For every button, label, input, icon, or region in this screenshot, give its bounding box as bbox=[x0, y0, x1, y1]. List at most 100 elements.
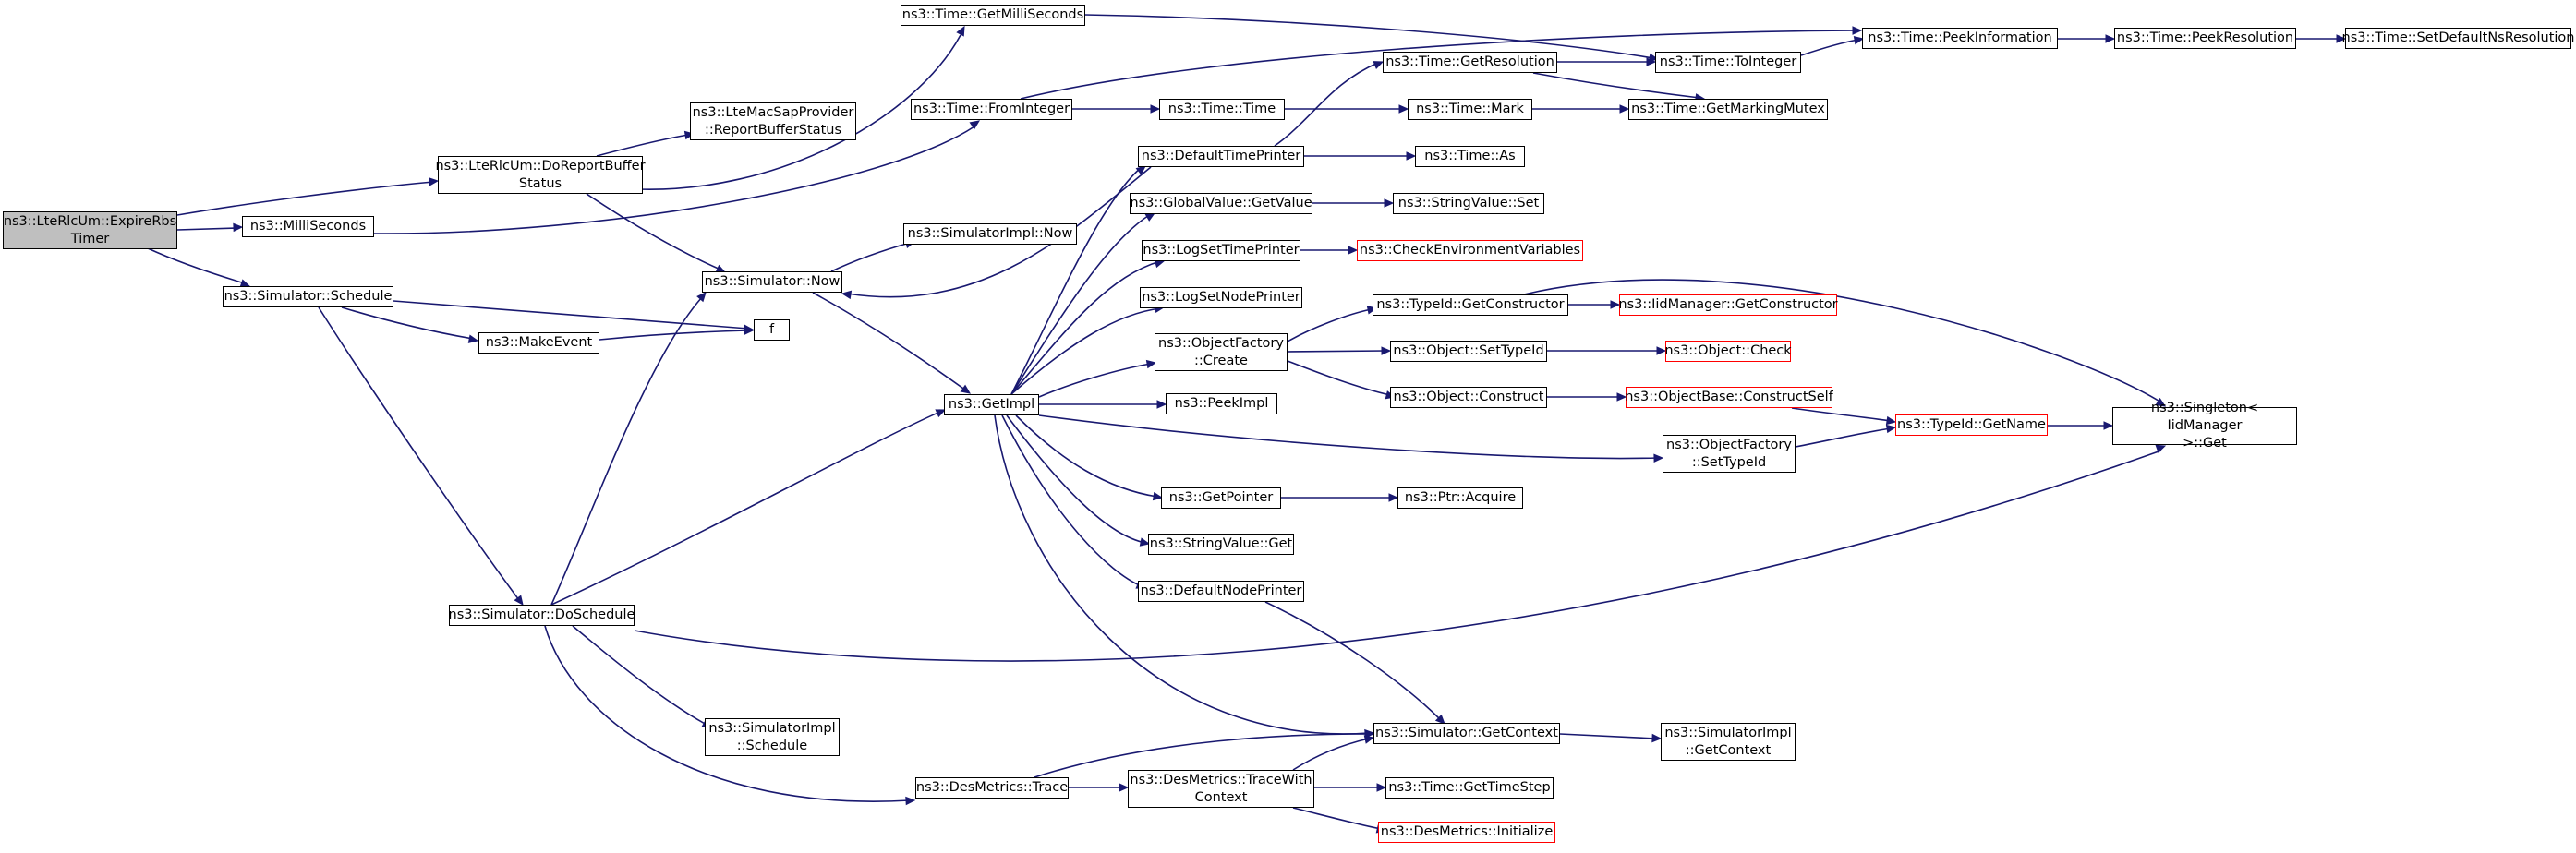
node-objectfactory-settypeid[interactable]: ns3::ObjectFactory ::SetTypeId bbox=[1663, 435, 1796, 473]
edge-getimpl-gv bbox=[1010, 213, 1152, 395]
arrowhead-frominteger-peekinfo bbox=[1852, 26, 1863, 35]
edge-doschedule-singleton bbox=[634, 450, 2162, 662]
arrowhead-getimpl-simnow bbox=[841, 290, 853, 300]
edge-milli-frominteger bbox=[373, 126, 975, 234]
node-peekimpl[interactable]: ns3::PeekImpl bbox=[1166, 393, 1277, 414]
node-singleton-iidmanager-get[interactable]: ns3::Singleton< IidManager >::Get bbox=[2112, 401, 2297, 451]
edge-doreport-getms bbox=[636, 34, 961, 190]
node-desmetrics-trace[interactable]: ns3::DesMetrics::Trace bbox=[915, 777, 1069, 799]
node-iidmanager-getconstructor[interactable]: ns3::IidManager::GetConstructor bbox=[1618, 294, 1838, 316]
node-simulator-now[interactable]: ns3::Simulator::Now bbox=[702, 271, 842, 293]
node-time-gettimestep[interactable]: ns3::Time::GetTimeStep bbox=[1385, 777, 1554, 799]
edge-getimpl-lognode bbox=[1010, 307, 1161, 395]
node-f[interactable]: f bbox=[754, 319, 790, 341]
arrowhead-timetime-mark bbox=[1398, 104, 1409, 114]
arrowhead-getimpl-getpointer bbox=[1152, 491, 1164, 501]
edge-frominteger-peekinfo bbox=[1020, 30, 1857, 100]
arrowhead-getimpl-deftime bbox=[1135, 165, 1146, 175]
edge-getimpl-ofcreate bbox=[1038, 363, 1152, 398]
arrowhead-logtime-checkenv bbox=[1348, 246, 1359, 255]
edge-root-milli bbox=[176, 227, 238, 231]
edge-doschedule-destrace bbox=[544, 625, 911, 802]
edge-getimpl-logtime bbox=[1010, 260, 1161, 395]
node-typeid-getconstructor[interactable]: ns3::TypeId::GetConstructor bbox=[1373, 294, 1568, 316]
edge-typeidctor-singleton bbox=[1523, 279, 2162, 403]
node-globalvalue-getvalue[interactable]: ns3::GlobalValue::GetValue bbox=[1130, 193, 1312, 214]
edge-getres-markmutex bbox=[1532, 72, 1700, 99]
arrowhead-doschedule-simnow bbox=[696, 292, 707, 303]
edge-deftime-getres bbox=[1274, 62, 1379, 147]
arrowhead-doschedule-destrace bbox=[905, 796, 916, 806]
edge-simnow-implnow bbox=[830, 242, 911, 272]
arrowhead-tracewith-timestep bbox=[1376, 783, 1387, 792]
node-time-peekresolution[interactable]: ns3::Time::PeekResolution bbox=[2114, 28, 2296, 49]
arrowhead-constself-getname bbox=[1885, 415, 1897, 426]
node-time-getresolution[interactable]: ns3::Time::GetResolution bbox=[1383, 52, 1557, 73]
node-time-getmarkingmutex[interactable]: ns3::Time::GetMarkingMutex bbox=[1628, 99, 1828, 120]
node-simulatorimpl-schedule[interactable]: ns3::SimulatorImpl ::Schedule bbox=[705, 718, 840, 756]
edge-getimpl-ofsettypeid bbox=[1038, 414, 1659, 460]
node-ptr-acquire[interactable]: ns3::Ptr::Acquire bbox=[1397, 487, 1523, 509]
arrowhead-deftime-getres bbox=[1373, 61, 1385, 69]
edge-root-doreport bbox=[176, 181, 434, 216]
node-objectfactory-create[interactable]: ns3::ObjectFactory ::Create bbox=[1155, 333, 1288, 371]
edge-schedule-f bbox=[393, 300, 749, 330]
node-milliseconds[interactable]: ns3::MilliSeconds bbox=[242, 216, 374, 237]
node-logsetnodeprinter[interactable]: ns3::LogSetNodePrinter bbox=[1140, 287, 1302, 308]
node-simulator-doschedule[interactable]: ns3::Simulator::DoSchedule bbox=[449, 605, 635, 626]
node-object-construct[interactable]: ns3::Object::Construct bbox=[1390, 387, 1547, 408]
arrowhead-getcontext-implctx bbox=[1651, 733, 1663, 743]
edge-makeevent-f bbox=[599, 330, 749, 341]
node-checkenvironmentvariables[interactable]: ns3::CheckEnvironmentVariables bbox=[1357, 240, 1583, 261]
arrowhead-deftime-timeas bbox=[1406, 151, 1417, 161]
node-time-time[interactable]: ns3::Time::Time bbox=[1159, 99, 1285, 120]
arrowhead-schedule-makeevent bbox=[467, 334, 479, 343]
arrowhead-getres-tointeger bbox=[1646, 57, 1657, 66]
node-time-frominteger[interactable]: ns3::Time::FromInteger bbox=[911, 99, 1072, 120]
node-simulatorimpl-now[interactable]: ns3::SimulatorImpl::Now bbox=[903, 223, 1077, 245]
edge-tointeger-peekinfo bbox=[1800, 39, 1859, 56]
node-desmetrics-tracewithcontext[interactable]: ns3::DesMetrics::TraceWith Context bbox=[1128, 770, 1314, 808]
edge-schedule-makeevent bbox=[341, 306, 474, 340]
node-getpointer[interactable]: ns3::GetPointer bbox=[1161, 487, 1281, 509]
node-object-check[interactable]: ns3::Object::Check bbox=[1664, 341, 1792, 362]
node-object-settypeid[interactable]: ns3::Object::SetTypeId bbox=[1390, 341, 1547, 362]
arrowhead-ofsettype-getname bbox=[1885, 424, 1897, 434]
arrowhead-root-milli bbox=[233, 222, 244, 233]
node-stringvalue-get[interactable]: ns3::StringValue::Get bbox=[1148, 534, 1294, 555]
node-ltemacsapprovider-reportbufferstatus[interactable]: ns3::LteMacSapProvider ::ReportBufferSta… bbox=[690, 102, 856, 140]
arrowhead-typeidctor-iidctor bbox=[1610, 300, 1621, 309]
node-simulator-getcontext[interactable]: ns3::Simulator::GetContext bbox=[1373, 723, 1560, 744]
node-simulator-schedule[interactable]: ns3::Simulator::Schedule bbox=[223, 286, 393, 307]
node-makeevent[interactable]: ns3::MakeEvent bbox=[478, 332, 599, 354]
node-time-setdefaultnsresolution[interactable]: ns3::Time::SetDefaultNsResolution bbox=[2342, 28, 2574, 49]
node-desmetrics-initialize[interactable]: ns3::DesMetrics::Initialize bbox=[1378, 822, 1555, 843]
node-typeid-getname[interactable]: ns3::TypeId::GetName bbox=[1895, 414, 2048, 436]
node-time-peekinformation[interactable]: ns3::Time::PeekInformation bbox=[1862, 28, 2058, 49]
edge-simnow-getimpl bbox=[812, 292, 967, 391]
node-defaultnodeprinter[interactable]: ns3::DefaultNodePrinter bbox=[1138, 581, 1304, 602]
node-simulatorimpl-getcontext[interactable]: ns3::SimulatorImpl ::GetContext bbox=[1661, 723, 1796, 761]
node-logsettimeprinter[interactable]: ns3::LogSetTimePrinter bbox=[1142, 240, 1300, 261]
node-time-mark[interactable]: ns3::Time::Mark bbox=[1408, 99, 1532, 120]
node-time-tointeger[interactable]: ns3::Time::ToInteger bbox=[1655, 52, 1801, 73]
arrowhead-destrace-getcontext bbox=[1364, 729, 1375, 739]
node-time-getmilliseconds[interactable]: ns3::Time::GetMilliSeconds bbox=[901, 5, 1085, 26]
edge-doschedule-implsched bbox=[572, 625, 707, 726]
arrowhead-tracewith-getcontext bbox=[1363, 735, 1375, 744]
node-time-as[interactable]: ns3::Time::As bbox=[1415, 146, 1525, 167]
node-objectbase-constructself[interactable]: ns3::ObjectBase::ConstructSelf bbox=[1625, 387, 1833, 408]
edge-ofsettype-getname bbox=[1795, 427, 1892, 448]
node-lterlcum-doreportbufferstatus[interactable]: ns3::LteRlcUm::DoReportBuffer Status bbox=[435, 156, 646, 194]
arrowhead-peekres-setdefault bbox=[2336, 34, 2347, 43]
arrowhead-doschedule-getimpl bbox=[935, 409, 947, 418]
node-defaulttimeprinter[interactable]: ns3::DefaultTimePrinter bbox=[1138, 146, 1304, 167]
edge-tracewith-desinit bbox=[1292, 807, 1382, 830]
arrowhead-mark-markmutex bbox=[1619, 104, 1630, 114]
node-getimpl[interactable]: ns3::GetImpl bbox=[944, 394, 1039, 415]
edge-destrace-getcontext bbox=[1034, 733, 1370, 778]
arrowhead-getimpl-gv bbox=[1144, 212, 1156, 222]
arrowhead-objconstr-constself bbox=[1616, 392, 1627, 402]
node-stringvalue-set[interactable]: ns3::StringValue::Set bbox=[1393, 193, 1544, 214]
